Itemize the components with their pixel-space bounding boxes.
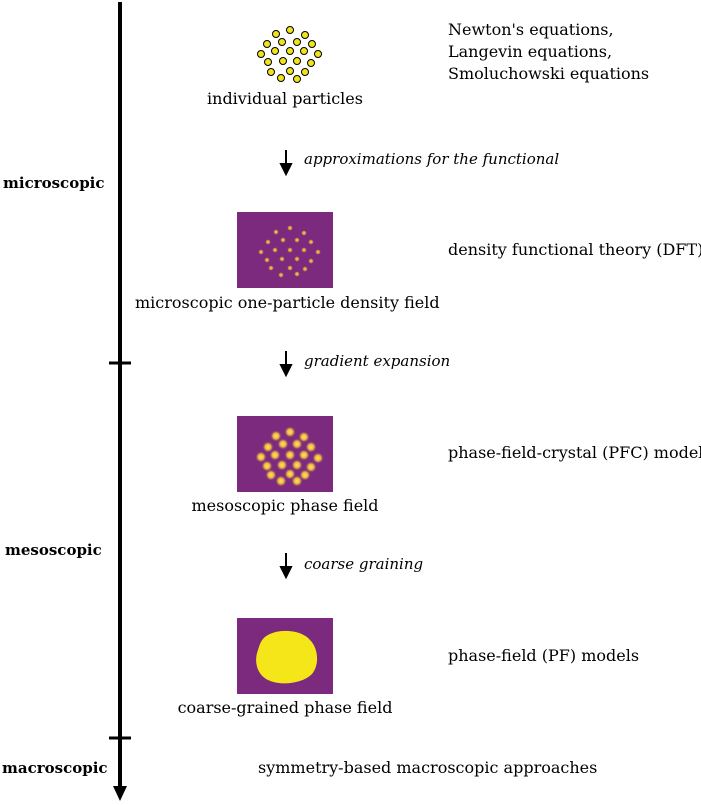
- theory-line-newton: Newton's equations,: [448, 20, 614, 39]
- caption-phase-field: mesoscopic phase field: [191, 496, 379, 515]
- density-peak: [298, 449, 310, 461]
- density-peak: [273, 229, 279, 235]
- density-peak: [287, 265, 293, 271]
- particle: [272, 30, 280, 38]
- particle: [307, 59, 315, 67]
- caption-coarse-field: coarse-grained phase field: [177, 698, 393, 717]
- caption-density-field: microscopic one-particle density field: [135, 293, 440, 312]
- density-peak: [275, 475, 287, 487]
- particle: [293, 57, 301, 65]
- density-peak: [277, 438, 289, 450]
- density-peaks: [258, 225, 321, 278]
- density-peak: [294, 256, 300, 262]
- particle: [267, 68, 275, 76]
- density-peak: [264, 257, 270, 263]
- particle: [257, 50, 265, 58]
- step-arrow-2: [279, 351, 293, 378]
- particle: [300, 47, 308, 55]
- density-peak: [315, 249, 321, 255]
- step-label-coarse: coarse graining: [304, 555, 424, 573]
- particle: [314, 50, 322, 58]
- density-peak: [278, 272, 284, 278]
- density-peak: [265, 469, 277, 481]
- density-peak: [308, 239, 314, 245]
- density-peak: [268, 265, 274, 271]
- particle: [277, 74, 285, 82]
- step-arrow-3: [279, 553, 293, 580]
- density-peak: [261, 460, 273, 472]
- particle: [293, 75, 301, 83]
- level-label-microscopic: microscopic: [3, 174, 105, 192]
- particle: [271, 47, 279, 55]
- density-peak: [258, 249, 264, 255]
- density-peak: [272, 247, 278, 253]
- density-peak: [287, 225, 293, 231]
- particle: [308, 40, 316, 48]
- density-peak: [312, 452, 324, 464]
- phase-field-peaks: [255, 426, 324, 487]
- density-peak: [294, 237, 300, 243]
- particle: [286, 47, 294, 55]
- particle: [286, 26, 294, 34]
- theory-pfc: phase-field-crystal (PFC) models: [448, 443, 701, 462]
- density-peak: [279, 256, 285, 262]
- particle-cluster: [257, 26, 322, 83]
- theory-line-langevin: Langevin equations,: [448, 42, 613, 61]
- step-arrow-1: [279, 150, 293, 177]
- step-label-gradient: gradient expansion: [304, 352, 451, 370]
- particle: [278, 38, 286, 46]
- particle: [286, 67, 294, 75]
- particle: [264, 58, 272, 66]
- density-peak: [280, 237, 286, 243]
- density-peak: [291, 459, 303, 471]
- theory-dft: density functional theory (DFT): [448, 240, 701, 259]
- density-peak: [287, 247, 293, 253]
- theory-particle-equations: Newton's equations, Langevin equations, …: [448, 19, 649, 85]
- theory-pf: phase-field (PF) models: [448, 646, 640, 665]
- density-peak: [291, 475, 303, 487]
- scale-axis-arrowhead: [113, 786, 127, 801]
- density-peak: [291, 438, 303, 450]
- density-peak: [301, 247, 307, 253]
- density-peak: [270, 430, 282, 442]
- density-peak: [305, 441, 317, 453]
- level-label-macroscopic: macroscopic: [2, 759, 108, 777]
- particle: [301, 68, 309, 76]
- coarse-grained-blob: [256, 630, 318, 684]
- theory-macroscopic: symmetry-based macroscopic approaches: [258, 758, 598, 777]
- density-peak: [255, 451, 267, 463]
- density-peak: [262, 441, 274, 453]
- density-peak: [302, 266, 308, 272]
- step-label-functional: approximations for the functional: [304, 150, 560, 168]
- level-label-mesoscopic: mesoscopic: [5, 541, 102, 559]
- caption-particles: individual particles: [207, 89, 363, 108]
- density-peak: [294, 271, 300, 277]
- density-peak: [276, 459, 288, 471]
- particle: [301, 31, 309, 39]
- density-peak: [308, 258, 314, 264]
- density-peak: [301, 230, 307, 236]
- particle: [279, 57, 287, 65]
- density-peak: [269, 449, 281, 461]
- density-peak: [265, 239, 271, 245]
- density-peak: [284, 449, 296, 461]
- particle: [263, 40, 271, 48]
- theory-line-smoluchowski: Smoluchowski equations: [448, 64, 650, 83]
- density-peak: [284, 426, 296, 438]
- particle: [293, 38, 301, 46]
